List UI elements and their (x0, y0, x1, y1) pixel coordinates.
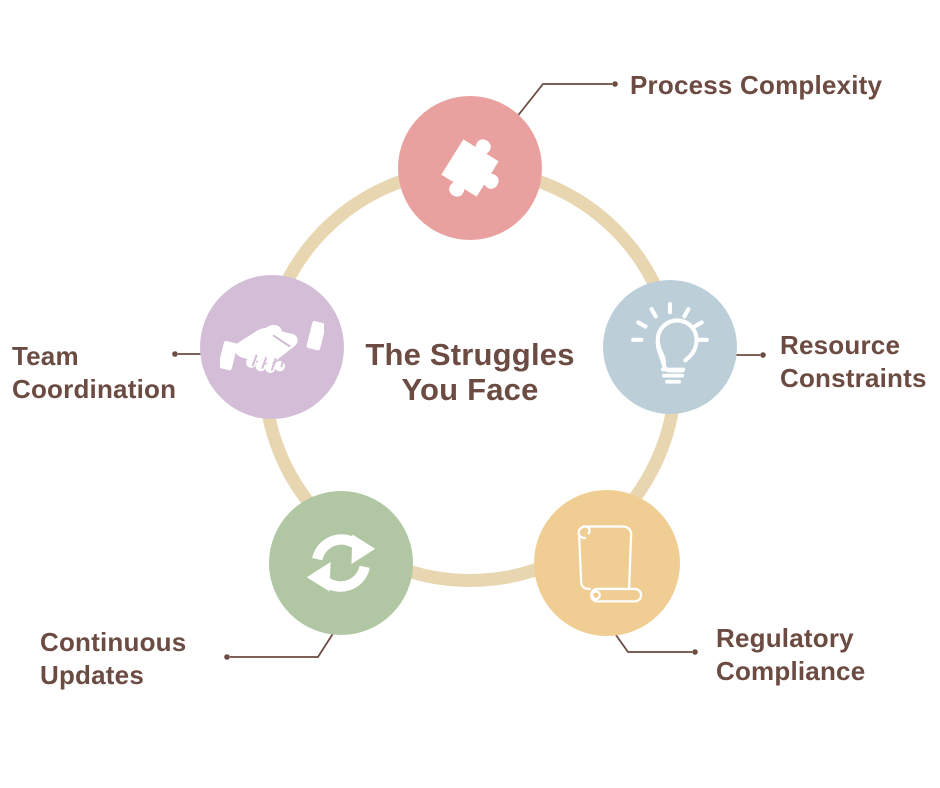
refresh-icon (306, 534, 376, 592)
label-team-coordination: Team Coordination (12, 341, 177, 404)
node-regulatory-compliance (534, 490, 680, 636)
diagram-title: The Struggles You Face (365, 337, 575, 407)
connector-dot (760, 352, 766, 358)
node-process-complexity (398, 96, 542, 240)
connector-dot (692, 649, 698, 655)
handshake-icon (220, 321, 324, 373)
connector-dot (224, 654, 230, 660)
node-team-coordination (200, 275, 344, 419)
node-resource-constraints (603, 280, 737, 414)
node-continuous-updates (269, 491, 413, 635)
connector-dot (612, 81, 618, 87)
label-continuous-updates: Continuous Updates (40, 627, 187, 690)
lightbulb-icon (631, 302, 709, 384)
label-regulatory-compliance: Regulatory Compliance (716, 623, 866, 686)
puzzle-icon (441, 139, 499, 197)
connector-process-complexity (515, 83, 612, 119)
scroll-icon (577, 525, 643, 603)
label-resource-constraints: Resource Constraints (780, 330, 927, 393)
label-process-complexity: Process Complexity (630, 70, 883, 100)
